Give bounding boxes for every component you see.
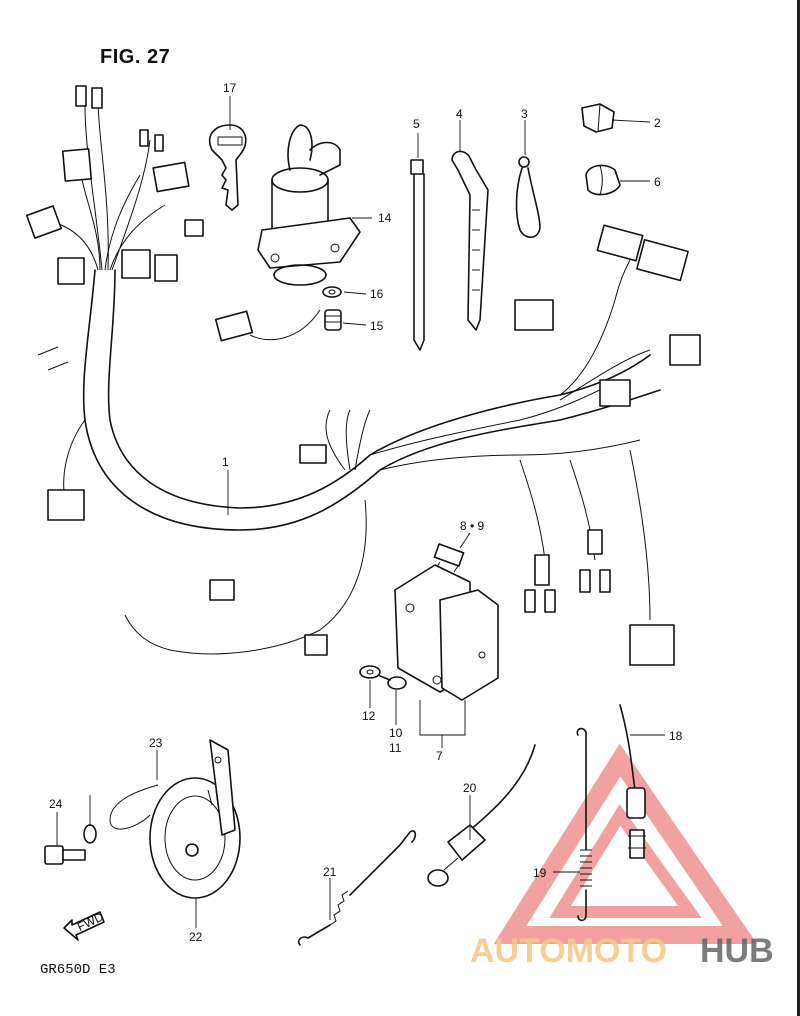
washer-24 (83, 824, 97, 844)
callout-10: 10 (389, 726, 403, 740)
callout-5: 5 (413, 117, 420, 131)
callout-labels: 17 14 16 15 5 4 3 2 6 1 8 • 9 7 12 10 11… (49, 81, 683, 944)
callout-3: 3 (521, 107, 528, 121)
ignition-connector (214, 309, 321, 342)
key-icon (208, 124, 247, 211)
callout-2: 2 (654, 116, 661, 130)
callout-15: 16 (370, 287, 384, 301)
brake-light-switch (619, 704, 646, 859)
fwd-label: FWD (75, 910, 106, 934)
callout-20: 21 (323, 865, 337, 879)
callout-21: 22 (189, 930, 203, 944)
watermark-text: AUTOMOTO HUB (470, 932, 774, 970)
fuse (433, 543, 465, 573)
callout-8-9: 8 • 9 (460, 519, 485, 533)
callout-22: 23 (149, 736, 163, 750)
bolt-23 (44, 845, 86, 865)
cable-tie-5 (410, 159, 425, 351)
watermark-part1: AUTOMOTO (470, 932, 667, 970)
washer-12 (359, 665, 381, 679)
callout-11: 11 (389, 741, 402, 755)
switch-19 (427, 744, 536, 887)
watermark-triangle-inner (549, 804, 702, 918)
spring-18 (576, 727, 592, 922)
callout-18: 19 (533, 866, 547, 880)
forward-direction-arrow: FWD (63, 910, 106, 941)
leader-lines (56, 96, 665, 928)
watermark-part2: HUB (700, 932, 774, 970)
callout-13: 14 (378, 211, 392, 225)
watermark-logo (493, 743, 758, 944)
washer-15 (322, 286, 342, 298)
callout-16: 17 (223, 81, 237, 95)
bolt-14 (324, 309, 342, 331)
callout-14: 15 (370, 319, 384, 333)
ignition-switch (257, 124, 361, 286)
callout-12: 12 (362, 709, 376, 723)
wiring-harness (25, 85, 701, 666)
clamp-3 (515, 156, 541, 239)
callout-23: 24 (49, 797, 63, 811)
screw-10-11 (379, 675, 407, 690)
callout-19: 20 (463, 781, 477, 795)
watermark-triangle-outer (493, 743, 758, 944)
figure-title: FIG. 27 (100, 46, 171, 68)
callout-17: 18 (669, 729, 683, 743)
callout-7: 7 (436, 749, 443, 763)
cable-tie-4 (451, 150, 489, 331)
clamp-6 (585, 164, 621, 196)
callout-4: 4 (456, 107, 463, 121)
spring-20 (297, 830, 417, 946)
model-code: GR650D E3 (40, 962, 116, 978)
scan-edge (797, 0, 800, 1016)
regulator-rectifier (394, 564, 499, 701)
horn (109, 739, 241, 899)
clip-2 (581, 103, 615, 133)
callout-1: 1 (222, 455, 229, 469)
callout-6: 6 (654, 175, 661, 189)
